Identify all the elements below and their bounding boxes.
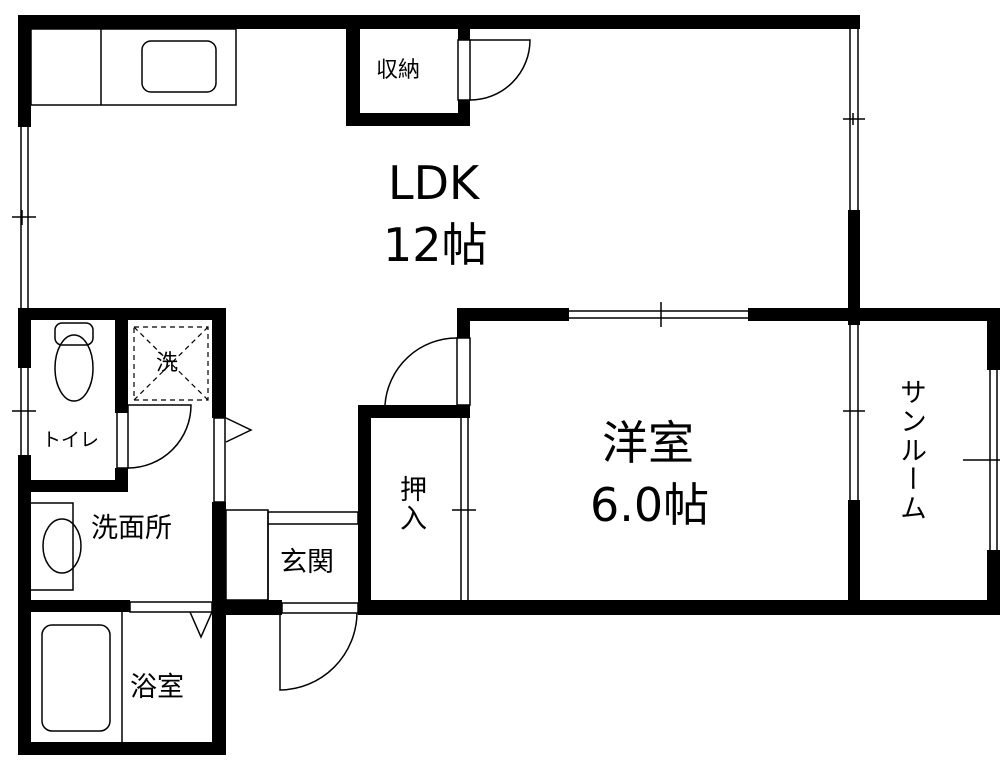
ldk-label: LDK xyxy=(388,156,480,210)
washer-label: 洗 xyxy=(156,351,179,376)
sunroom-label: サンルーム xyxy=(895,378,926,523)
ldk-size: 12帖 xyxy=(383,218,488,272)
entrance-label: 玄関 xyxy=(280,547,334,578)
closet-label: 押入 xyxy=(395,475,426,533)
washroom-label: 洗面所 xyxy=(91,513,172,544)
western-room-label: 洋室 xyxy=(602,416,694,470)
walls xyxy=(18,15,1000,755)
toilet-label: トイレ xyxy=(42,429,100,451)
washer-space xyxy=(133,326,209,401)
western-room-size: 6.0帖 xyxy=(590,478,710,532)
storage-label: 収納 xyxy=(376,58,421,83)
bath-label: 浴室 xyxy=(130,672,184,703)
fixtures xyxy=(12,28,1000,742)
